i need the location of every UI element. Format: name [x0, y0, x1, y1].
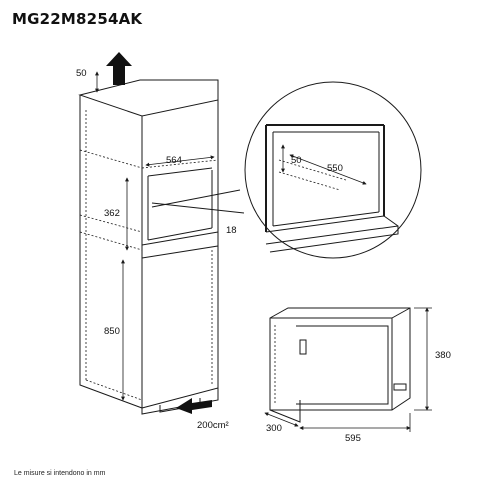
label-base-height: 850 — [104, 326, 120, 337]
label-oven-height: 380 — [435, 350, 451, 361]
label-cabinet-width: 564 — [166, 155, 182, 166]
oven-dimension-lines — [264, 307, 432, 432]
microwave-oven — [269, 307, 411, 423]
label-detail-inset: 50 — [291, 155, 302, 166]
label-shelf-thickness: 18 — [226, 225, 237, 236]
label-oven-width: 595 — [345, 433, 361, 444]
tall-cabinet — [78, 79, 219, 415]
label-top-clearance: 50 — [76, 68, 87, 79]
detail-view — [244, 81, 422, 259]
detail-leader-lines — [151, 189, 245, 214]
cabinet-dimension-lines — [95, 71, 215, 401]
label-niche-height: 362 — [104, 208, 120, 219]
airflow-up-arrow — [106, 52, 132, 85]
label-vent-area: 200cm² — [197, 420, 229, 431]
airflow-in-arrow — [176, 398, 212, 414]
label-detail-depth: 550 — [327, 163, 343, 174]
units-footnote: Le misure si intendono in mm — [14, 470, 106, 477]
label-oven-depth: 300 — [266, 423, 282, 434]
page-title: MG22M8254AK — [12, 10, 143, 28]
